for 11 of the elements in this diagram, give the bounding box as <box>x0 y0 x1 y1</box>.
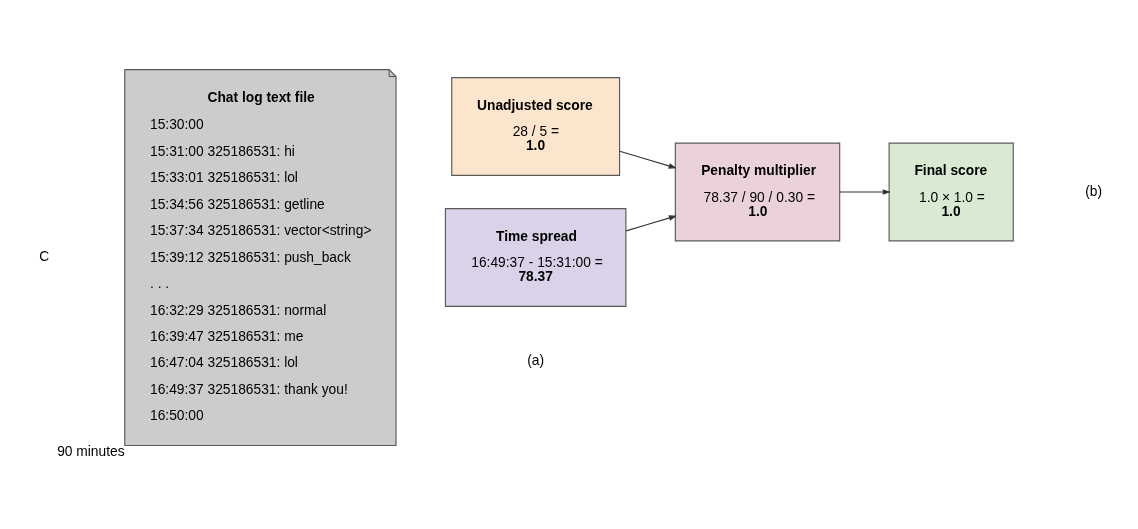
node-box: Penalty multiplier 78.37 / 90 / 0.30 = 1.0 <box>674 142 841 241</box>
node-box: Time spread 16:49:37 - 15:31:00 = 78.37 <box>444 207 627 307</box>
node-box: Final score 1.0 × 1.0 = 1.0 <box>888 142 1014 241</box>
label: (a) <box>527 352 545 368</box>
node-label: 90 minutes <box>57 443 125 459</box>
node-box: Unadjusted score 28 / 5 = 1.0 <box>451 76 621 176</box>
arrow <box>619 150 677 169</box>
label: C <box>39 248 50 264</box>
arrow <box>625 214 677 231</box>
arrow <box>839 188 891 195</box>
label: (b) <box>1085 183 1103 199</box>
